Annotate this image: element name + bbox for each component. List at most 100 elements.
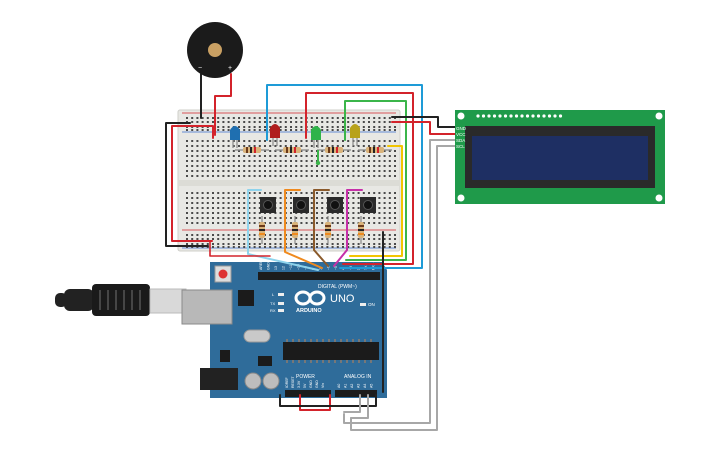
breadboard[interactable]: [177, 109, 401, 252]
led-yellow[interactable]: [350, 124, 360, 146]
wire-board-black[interactable]: [279, 394, 377, 407]
breadboard-hole: [248, 165, 251, 167]
breadboard-hole: [279, 243, 282, 245]
resistor-button-4[interactable]: [358, 216, 364, 244]
breadboard-hole: [316, 202, 318, 204]
breadboard-hole: [232, 246, 235, 248]
breadboard-hole: [310, 145, 313, 147]
push-button-3[interactable]: [327, 197, 343, 213]
wire-green-led[interactable]: [344, 100, 407, 261]
lcd-top-pin: [503, 114, 508, 118]
usb-cable[interactable]: [55, 284, 187, 316]
resistor-led-2[interactable]: [275, 147, 309, 153]
breadboard-hole: [253, 234, 256, 236]
breadboard-hole: [232, 234, 235, 236]
breadboard-hole: [217, 212, 220, 214]
breadboard-hole: [248, 243, 251, 245]
wire-lcd-scl[interactable]: [350, 145, 456, 431]
breadboard-hole: [206, 207, 209, 209]
wire-orange-button[interactable]: [284, 189, 323, 269]
breadboard-hole: [357, 212, 360, 214]
breadboard-hole: [378, 155, 381, 157]
wire-lightblue-button[interactable]: [247, 189, 319, 271]
breadboard-hole: [227, 192, 230, 194]
breadboard-hole: [310, 197, 313, 199]
wire-brown-button[interactable]: [313, 189, 330, 267]
lcd-top-pin: [509, 114, 513, 118]
wire-lcd-sda[interactable]: [343, 139, 456, 424]
breadboard-hole: [326, 165, 329, 167]
breadboard-hole: [269, 222, 272, 224]
resistor-button-3[interactable]: [325, 216, 331, 244]
breadboard-hole: [248, 192, 251, 194]
breadboard-hole: [264, 243, 266, 245]
breadboard-hole: [196, 175, 199, 177]
wire-red-power[interactable]: [209, 240, 271, 257]
breadboard-hole: [362, 217, 365, 219]
piezo-buzzer[interactable]: − +: [187, 22, 243, 78]
breadboard-hole: [394, 202, 396, 204]
resistor-button-1[interactable]: [259, 216, 265, 244]
atmega-chip: [283, 342, 379, 360]
arduino-uno-board[interactable]: UNO ARDUINO DIGITAL (PWM~) L TX RX ON PO…: [181, 260, 387, 398]
breadboard-hole: [295, 175, 298, 177]
wire-board-red[interactable]: [299, 394, 331, 411]
breadboard-hole: [217, 197, 220, 199]
lcd-mount-hole-bl: [457, 194, 465, 202]
breadboard-hole: [274, 160, 277, 162]
breadboard-hole: [222, 160, 225, 162]
wire-board-gray-2[interactable]: [350, 394, 369, 419]
breadboard-hole: [227, 145, 230, 147]
push-button-2[interactable]: [293, 197, 309, 213]
wire-buzzer-plus[interactable]: [214, 73, 232, 136]
breadboard-hole: [253, 117, 256, 119]
breadboard-hole: [217, 126, 220, 128]
breadboard-hole: [191, 150, 194, 152]
led-red[interactable]: [270, 124, 280, 146]
breadboard-hole: [253, 170, 256, 172]
push-button-1[interactable]: [260, 197, 276, 213]
breadboard-hole: [196, 160, 199, 162]
breadboard-hole: [284, 145, 287, 147]
wire-lcd-vcc[interactable]: [391, 121, 456, 135]
wire-board-gray-1[interactable]: [343, 394, 361, 413]
led-blue[interactable]: [230, 126, 240, 148]
wire-red-left[interactable]: [171, 125, 214, 242]
breadboard-hole: [342, 170, 344, 172]
led-green[interactable]: [311, 126, 321, 148]
resistor-button-2[interactable]: [292, 216, 298, 244]
breadboard-hole: [373, 175, 376, 177]
breadboard-hole: [310, 150, 313, 152]
breadboard-hole: [264, 140, 266, 142]
breadboard-hole: [316, 207, 318, 209]
breadboard-hole: [326, 160, 329, 162]
wire-lcd-gnd[interactable]: [391, 116, 456, 128]
breadboard-hole: [321, 117, 324, 119]
push-button-4[interactable]: [360, 197, 376, 213]
lcd-top-pins: [476, 114, 563, 118]
breadboard-hole: [394, 217, 396, 219]
breadboard-hole: [284, 117, 287, 119]
wire-blue-led[interactable]: [266, 84, 423, 269]
breadboard-hole: [310, 238, 313, 240]
breadboard-hole: [232, 207, 235, 209]
breadboard-hole: [227, 222, 230, 224]
breadboard-hole: [284, 155, 287, 157]
wire-magenta-button[interactable]: [333, 189, 363, 267]
breadboard-hole: [279, 121, 282, 123]
breadboard-hole: [368, 126, 370, 128]
wire-black-left[interactable]: [165, 122, 209, 247]
breadboard-hole: [368, 155, 370, 157]
breadboard-hole: [347, 234, 350, 236]
resistor-led-1[interactable]: [235, 147, 269, 153]
breadboard-hole: [238, 165, 240, 167]
breadboard-hole: [274, 117, 277, 119]
wire-yellow-led[interactable]: [349, 145, 403, 257]
wire-red-led[interactable]: [305, 92, 414, 265]
resistor-led-3[interactable]: [317, 147, 351, 153]
breadboard-hole: [383, 238, 386, 240]
breadboard-hole: [269, 234, 272, 236]
resistor-led-4[interactable]: [358, 147, 392, 153]
breadboard-hole: [388, 243, 391, 245]
